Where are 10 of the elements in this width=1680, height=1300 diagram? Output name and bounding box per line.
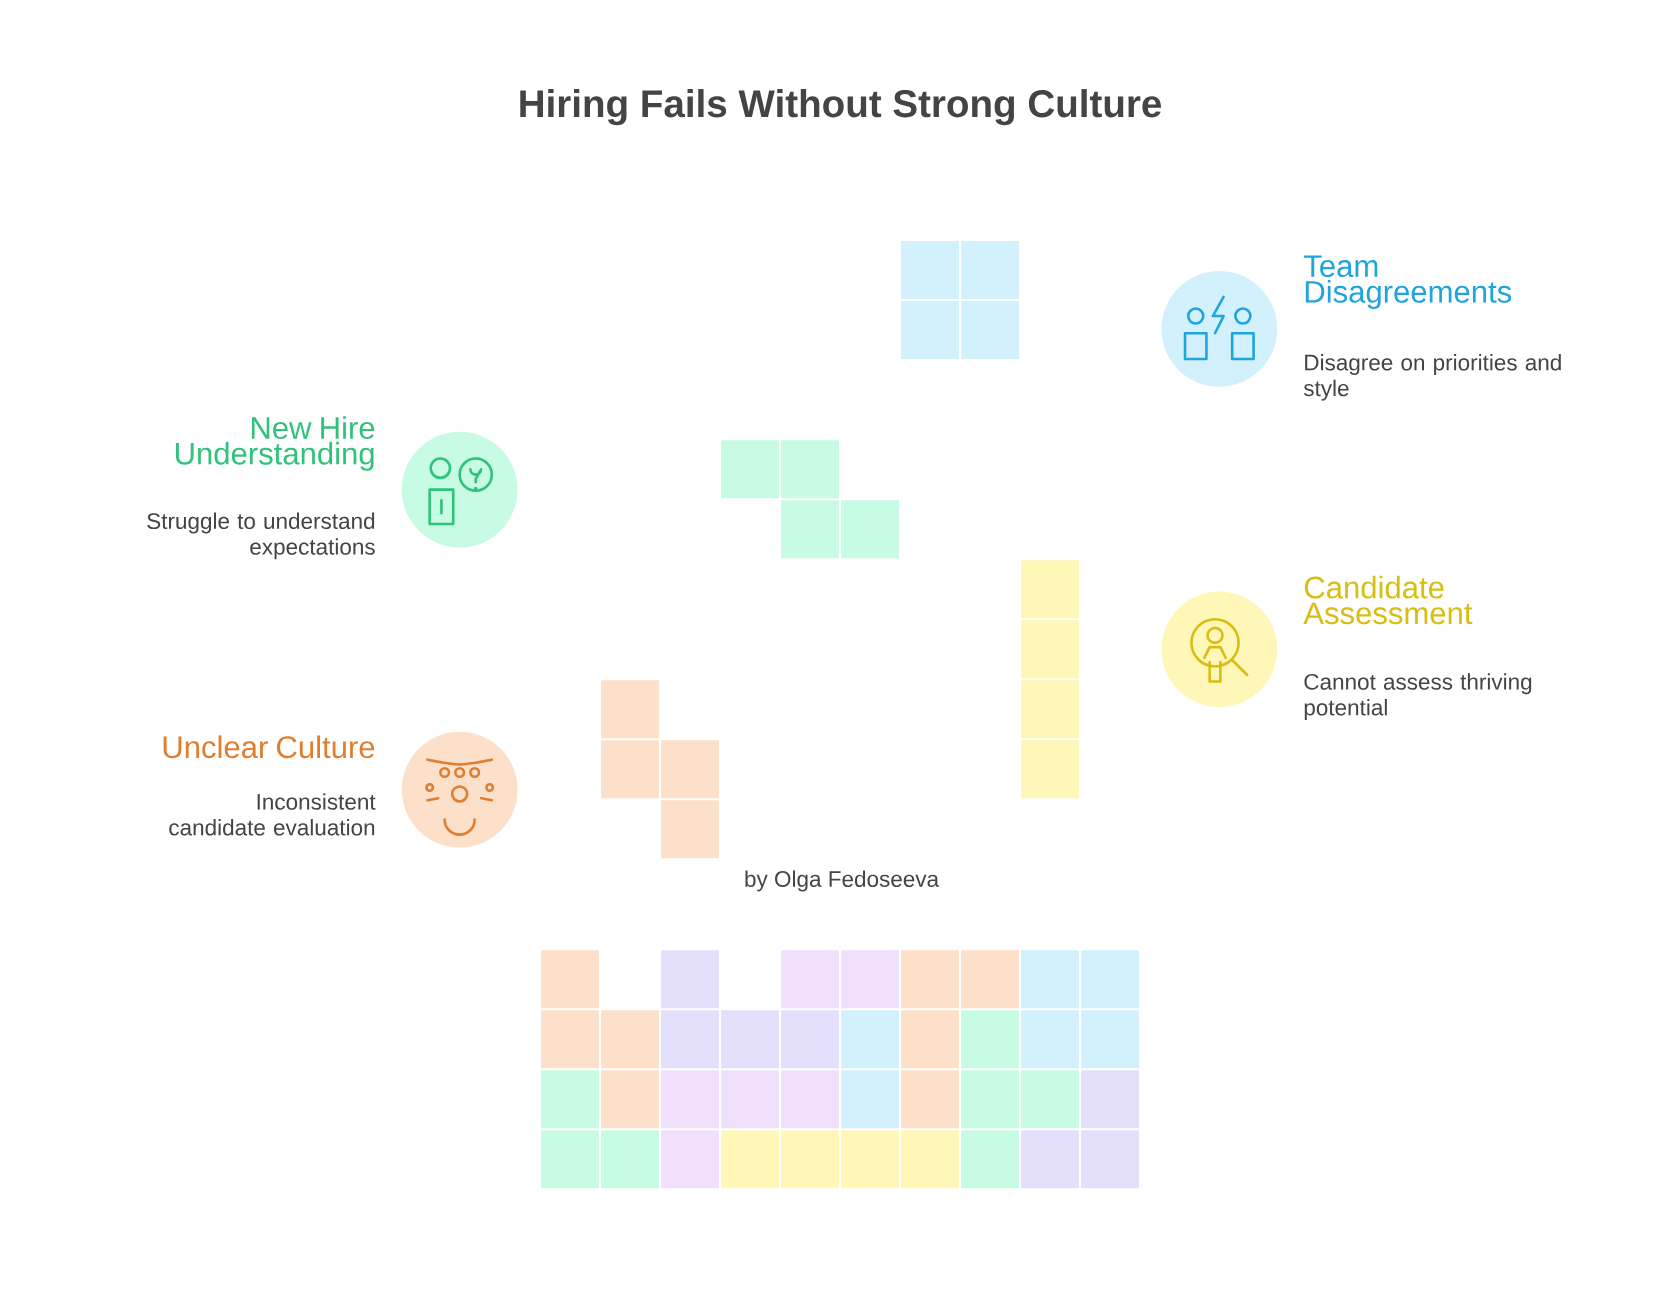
heading: New Hire Understanding	[175, 416, 375, 471]
heading: Team Disagreements	[1304, 255, 1512, 310]
description: Inconsistent candidate evaluation	[169, 793, 376, 836]
title: Hiring Fails Without Strong Culture	[520, 89, 1162, 126]
heading: Candidate Assessment	[1303, 575, 1473, 625]
author-credit: by Olga Fedoseeva	[745, 870, 940, 892]
description: Cannot assess thriving potential	[1304, 673, 1532, 721]
description: Disagree on priorities and style	[1303, 354, 1561, 401]
description: Struggle to understand expectations	[147, 512, 375, 560]
heading: Unclear Culture	[163, 735, 375, 759]
